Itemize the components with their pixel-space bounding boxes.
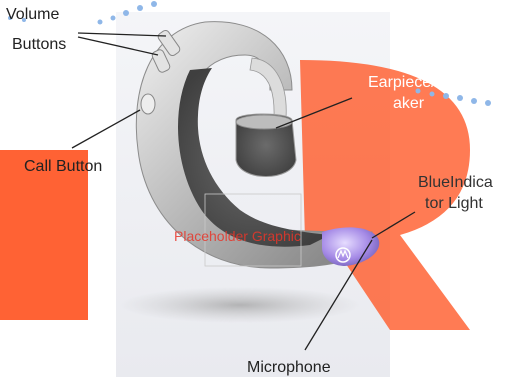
label-indicator-line1: BlueIndica xyxy=(418,174,493,192)
label-microphone: Microphone xyxy=(247,359,331,377)
label-call-button: Call Button xyxy=(24,158,102,176)
label-earpiece-line1: Earpiece/Spe xyxy=(368,74,464,92)
label-buttons: Buttons xyxy=(12,36,66,54)
placeholder-graphic-text: Placeholder Graphic xyxy=(174,228,301,244)
label-volume: Volume xyxy=(6,6,59,24)
label-indicator-line2: tor Light xyxy=(425,195,483,213)
label-earpiece-line2: aker xyxy=(393,95,424,113)
